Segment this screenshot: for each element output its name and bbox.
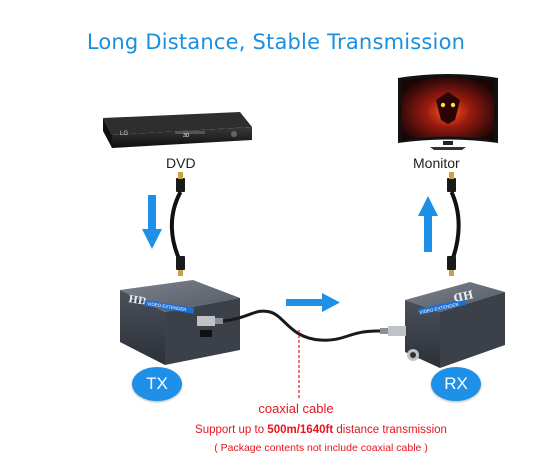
arrow-down-icon [142,195,162,249]
support-suffix: distance transmission [333,424,447,436]
rx-extender: VIDEO EXTENDER HD [380,282,505,368]
rx-badge: RX [431,367,481,401]
page-title: Long Distance, Stable Transmission [86,30,466,54]
support-distance-text: Support up to 500m/1640ft distance trans… [0,424,552,436]
dvd-brand-text: LG [120,131,128,137]
coaxial-cable-label: coaxial cable [258,401,334,416]
arrow-up-icon [418,196,438,252]
dvd-label: DVD [166,155,196,171]
arrow-right-icon [286,293,340,312]
tx-badge: TX [132,367,182,401]
coaxial-cable [222,309,381,342]
support-distance-value: 500m/1640ft [267,424,334,436]
package-note: ( Package contents not include coaxial c… [214,442,428,454]
tx-panel-text: VIDEO EXTENDER [147,301,188,312]
dvd-panel-text: 3D [183,133,190,139]
rx-face-text: HD [452,288,475,305]
hdmi-cable-rx [447,172,461,276]
tx-extender: HD VIDEO EXTENDER [120,280,240,365]
support-prefix: Support up to [195,424,268,436]
monitor-label: Monitor [413,155,460,171]
tx-face-text: HD [128,294,148,308]
hdmi-cable-tx [169,172,185,276]
monitor [398,74,498,150]
dvd-player: LG 3D [103,112,252,148]
